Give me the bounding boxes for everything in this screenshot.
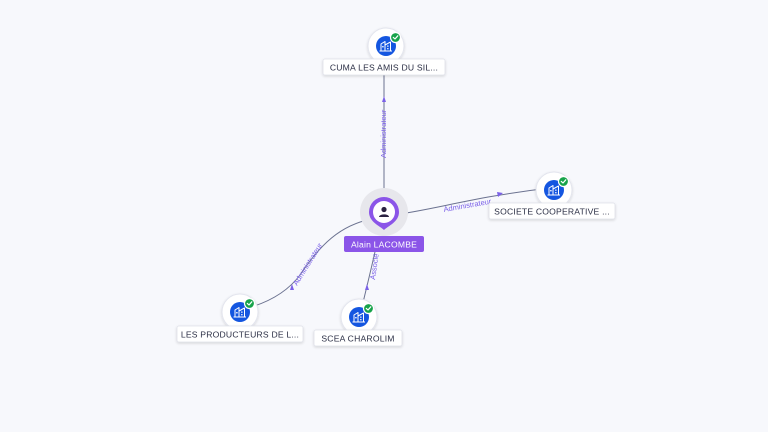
edge-cuma: Administrateur: [379, 70, 388, 200]
company-node-scea[interactable]: SCEA CHAROLIM: [313, 299, 403, 347]
edge-label-societe: Administrateur: [443, 197, 493, 214]
company-label-societe: SOCIETE COOPERATIVE ...: [494, 207, 610, 217]
edge-label-scea: Associé: [368, 253, 381, 280]
company-node-producteurs[interactable]: LES PRODUCTEURS DE L...: [176, 294, 304, 343]
company-building-icon: [222, 294, 258, 330]
person-icon: [379, 206, 389, 217]
company-label-cuma: CUMA LES AMIS DU SIL...: [330, 63, 438, 73]
company-label-producteurs: LES PRODUCTEURS DE L...: [181, 330, 299, 340]
person-node[interactable]: Alain LACOMBE: [344, 188, 424, 252]
company-label-scea: SCEA CHAROLIM: [321, 334, 394, 344]
company-node-cuma[interactable]: CUMA LES AMIS DU SIL...: [322, 28, 446, 76]
edge-label-producteurs: Administrateur: [291, 241, 325, 287]
edge-producteurs: Administrateur: [239, 218, 373, 311]
person-label: Alain LACOMBE: [351, 240, 417, 250]
edge-label-cuma: Administrateur: [379, 109, 388, 158]
company-node-societe[interactable]: SOCIETE COOPERATIVE ...: [488, 172, 616, 220]
